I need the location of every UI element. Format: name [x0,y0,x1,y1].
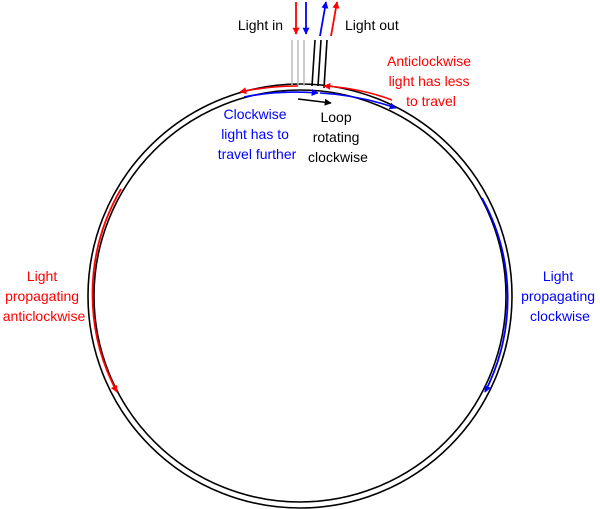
clockwise-further-line-2: light has to [221,126,289,142]
anticlockwise-less-line-2: light has less [389,73,470,89]
light-anticlockwise-line-2: propagating [5,288,79,304]
output-lead-3 [323,39,328,89]
light-out-label: Light out [345,17,399,33]
light-clockwise-label: Light propagating clockwise [521,268,599,324]
light-anticlockwise-line-3: anticlockwise [3,308,86,324]
light-out-red-arrow [330,1,340,37]
top-red-arrow-right [323,82,393,101]
top-red-arrow-left [239,85,299,95]
anticlockwise-less-line-3: to travel [406,93,456,109]
right-blue-propagation-arrow [481,197,509,393]
light-anticlockwise-line-1: Light [27,268,57,284]
clockwise-further-line-1: Clockwise [224,106,287,122]
anticlockwise-less-line-1: Anticlockwise [387,53,471,69]
light-anticlockwise-label: Light propagating anticlockwise [3,268,86,324]
loop-rotating-line-3: clockwise [308,149,368,165]
light-in-label: Light in [238,17,283,33]
light-clockwise-line-2: propagating [521,288,595,304]
top-blue-arrow-right [319,92,397,110]
loop-rotating-label: Loop rotating clockwise [308,109,368,165]
anticlockwise-less-label: Anticlockwise light has less to travel [387,53,475,109]
output-lead-2 [317,39,322,87]
clockwise-further-line-3: travel further [218,146,297,162]
fiber-loop-inner [93,89,507,503]
loop-rotation-arrow [297,98,332,106]
light-clockwise-line-1: Light [543,268,573,284]
light-clockwise-line-3: clockwise [530,308,590,324]
top-blue-arrow-inner [243,89,319,98]
loop-rotating-line-1: Loop [320,109,351,125]
left-red-propagation-arrow [91,188,122,393]
fiber-loop-outer [87,83,513,509]
light-out-blue-arrow [319,1,329,37]
loop-rotating-line-2: rotating [313,129,360,145]
clockwise-further-label: Clockwise light has to travel further [218,106,297,162]
output-lead-1 [311,39,316,87]
